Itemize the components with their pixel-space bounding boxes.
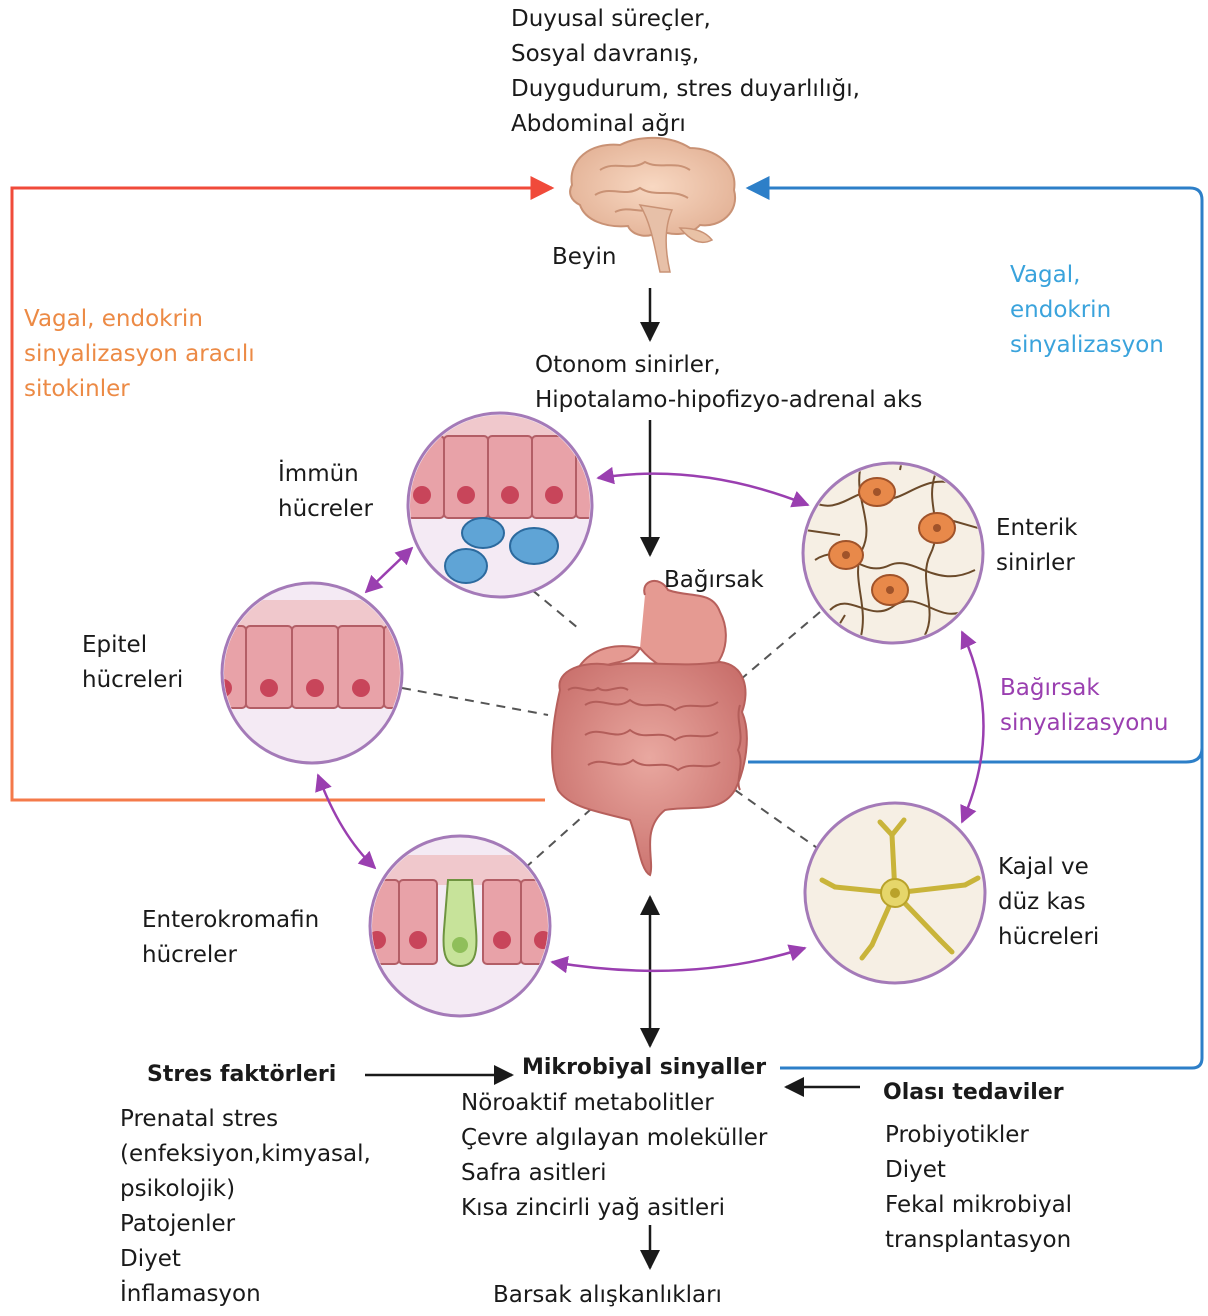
left-signaling-line: sinyalizasyon aracılı — [24, 337, 255, 372]
epithelial-cells-line: hücreleri — [82, 663, 183, 698]
cajal-cells-circle — [805, 803, 985, 983]
brain-function-item: Sosyal davranış, — [511, 37, 860, 72]
brain-function-item: Duyusal süreçler, — [511, 2, 860, 37]
bowel-habits-label: Barsak alışkanlıkları — [493, 1278, 722, 1313]
brain-function-item: Duygudurum, stres duyarlılığı, — [511, 72, 860, 107]
stress-factors-list: Prenatal stres (enfeksiyon,kimyasal, psi… — [120, 1102, 371, 1312]
autonomic-label: Otonom sinirler, Hipotalamo-hipofizyo-ad… — [535, 348, 922, 418]
enteric-cajal-arrow — [962, 632, 984, 822]
brain-functions-list: Duyusal süreçler, Sosyal davranış, Duygu… — [511, 2, 860, 142]
right-signaling-line: sinyalizasyon — [1010, 328, 1164, 363]
enterochromaffin-cells-label: Enterokromafin hücreler — [142, 903, 319, 973]
microbial-signals-list: Nöroaktif metabolitler Çevre algılayan m… — [461, 1086, 767, 1226]
treatment-item: Probiyotikler — [885, 1118, 1072, 1153]
brain-label: Beyin — [552, 240, 617, 275]
enterochromaffin-cajal-arrow — [552, 948, 805, 971]
brain-function-item: Abdominal ağrı — [511, 107, 860, 142]
left-signaling-line: sitokinler — [24, 372, 255, 407]
stress-factor-item: İnflamasyon — [120, 1277, 371, 1312]
gut-signaling-line: sinyalizasyonu — [1000, 706, 1168, 741]
immune-cells-circle — [400, 410, 620, 597]
stress-factor-item: Diyet — [120, 1242, 371, 1277]
left-signaling-label: Vagal, endokrin sinyalizasyon aracılı si… — [24, 302, 255, 407]
gut-label: Bağırsak — [664, 563, 764, 598]
immune-enteric-arrow — [598, 474, 808, 505]
enterochromaffin-cells-line: hücreler — [142, 938, 319, 973]
treatment-item: transplantasyon — [885, 1223, 1072, 1258]
stress-factor-item: Prenatal stres — [120, 1102, 371, 1137]
epithelial-cells-label: Epitel hücreleri — [82, 628, 183, 698]
enteric-nerves-line: Enterik — [996, 511, 1077, 546]
right-signaling-label: Vagal, endokrin sinyalizasyon — [1010, 258, 1164, 363]
enterochromaffin-cells-line: Enterokromafin — [142, 903, 319, 938]
microbial-signal-item: Çevre algılayan moleküller — [461, 1121, 767, 1156]
microbial-signal-item: Safra asitleri — [461, 1156, 767, 1191]
left-signaling-line: Vagal, endokrin — [24, 302, 255, 337]
epithelial-cells-circle — [200, 583, 430, 763]
cajal-cells-line: düz kas — [998, 885, 1099, 920]
right-signaling-line: endokrin — [1010, 293, 1164, 328]
treatments-title: Olası tedaviler — [883, 1075, 1064, 1110]
autonomic-line: Otonom sinirler, — [535, 348, 922, 383]
stress-factors-title: Stres faktörleri — [147, 1057, 336, 1092]
gut-icon — [552, 581, 747, 875]
cajal-cells-label: Kajal ve düz kas hücreleri — [998, 850, 1099, 955]
treatments-list: Probiyotikler Diyet Fekal mikrobiyal tra… — [885, 1118, 1072, 1258]
treatment-item: Fekal mikrobiyal — [885, 1188, 1072, 1223]
treatment-item: Diyet — [885, 1153, 1072, 1188]
stress-factor-item: Patojenler — [120, 1207, 371, 1242]
cajal-cells-line: hücreleri — [998, 920, 1099, 955]
enteric-nerves-label: Enterik sinirler — [996, 511, 1077, 581]
stress-factor-item: psikolojik) — [120, 1172, 371, 1207]
epithelial-enterochromaffin-arrow — [318, 775, 375, 868]
epithelial-cells-line: Epitel — [82, 628, 183, 663]
microbial-signals-title: Mikrobiyal sinyaller — [522, 1050, 766, 1085]
gut-signaling-line: Bağırsak — [1000, 671, 1168, 706]
blue-gut-branch — [748, 748, 1202, 762]
autonomic-line: Hipotalamo-hipofizyo-adrenal aks — [535, 383, 922, 418]
right-signaling-line: Vagal, — [1010, 258, 1164, 293]
immune-cells-line: hücreler — [278, 492, 373, 527]
stress-factor-item: (enfeksiyon,kimyasal, — [120, 1137, 371, 1172]
immune-cells-label: İmmün hücreler — [278, 457, 373, 527]
cajal-cells-line: Kajal ve — [998, 850, 1099, 885]
microbial-signal-item: Kısa zincirli yağ asitleri — [461, 1191, 767, 1226]
enteric-nerves-line: sinirler — [996, 546, 1077, 581]
gut-signaling-label: Bağırsak sinyalizasyonu — [1000, 671, 1168, 741]
epithelial-immune-arrow — [366, 548, 412, 592]
microbial-signal-item: Nöroaktif metabolitler — [461, 1086, 767, 1121]
immune-cells-line: İmmün — [278, 457, 373, 492]
enterochromaffin-cells-circle — [355, 836, 565, 1016]
enteric-nerves-circle — [803, 445, 985, 643]
